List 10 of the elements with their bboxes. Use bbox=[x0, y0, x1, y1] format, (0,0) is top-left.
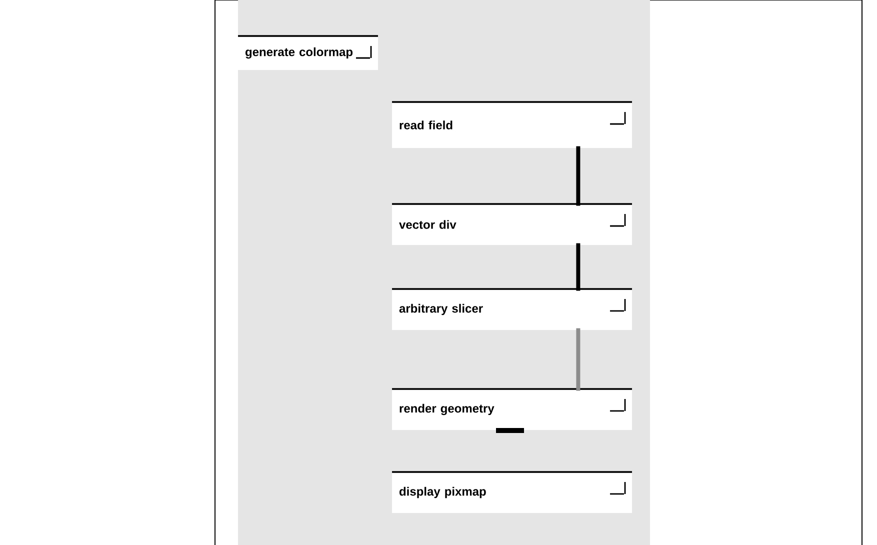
module-box: render geometry bbox=[392, 388, 632, 430]
connection-line bbox=[576, 328, 580, 391]
module-box: display pixmap bbox=[392, 471, 632, 513]
module-box: read field bbox=[392, 101, 632, 148]
connection-line bbox=[576, 146, 580, 206]
module-box: arbitrary slicer bbox=[392, 288, 632, 330]
module-box: generate colormap bbox=[238, 35, 378, 70]
module-box: vector div bbox=[392, 203, 632, 245]
connection-line bbox=[576, 243, 580, 291]
node-label: generate colormap bbox=[245, 47, 353, 59]
